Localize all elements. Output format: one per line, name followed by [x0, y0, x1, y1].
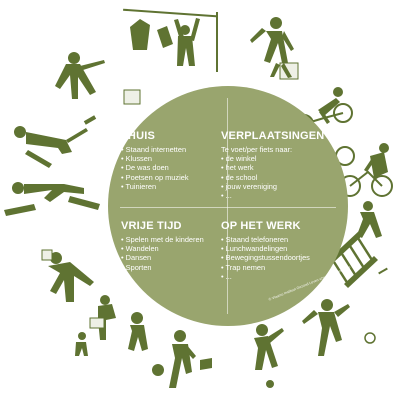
list-item: • Lunchwandelingen [221, 244, 288, 254]
list-item: • Klussen [121, 154, 152, 164]
list-item: • het werk [221, 163, 254, 173]
list-item: • Poetsen op muziek [121, 172, 189, 182]
list-item: • Sporten [121, 262, 152, 272]
quadrant-list-thuis: • Staand internetten • Klussen • De was … [121, 145, 189, 191]
list-item: • jouw vereniging [221, 181, 278, 191]
phone-figure [254, 324, 376, 388]
cyclist-figure-2 [335, 143, 393, 197]
cook-figure [55, 52, 141, 105]
list-item: • Tuinieren [121, 181, 157, 191]
walking-with-bag-figure [250, 17, 299, 80]
horizontal-divider [120, 207, 336, 208]
quadrant-thuis: THUIS • Staand internetten • Klussen • D… [121, 130, 189, 191]
list-item: • ... [221, 191, 232, 201]
quadrant-title-op-het-werk: OP HET WERK [221, 220, 301, 232]
activity-circle [108, 86, 348, 326]
quadrant-list-verplaatsingen: • de winkel • het werk • de school • jou… [221, 154, 324, 200]
child-play-figure [75, 295, 148, 356]
list-item: • Bewegingstussendoortjes [221, 253, 310, 263]
quadrant-title-vrije-tijd: VRIJE TIJD [121, 220, 182, 232]
ladder-painter-figure [330, 201, 388, 288]
quadrant-title-verplaatsingen: VERPLAATSINGEN [221, 130, 325, 142]
quadrant-vrije-tijd: VRIJE TIJD • Spelen met de kinderen • Wa… [121, 220, 204, 281]
list-item: • Spelen met de kinderen [121, 235, 204, 244]
lying-figure [4, 182, 100, 216]
list-item: • Trap nemen [221, 262, 266, 272]
running-figure [152, 330, 212, 388]
list-item: • de winkel [221, 154, 257, 164]
vertical-divider [227, 98, 228, 314]
list-item: • de school [221, 172, 258, 182]
vacuum-figure [14, 115, 97, 168]
quadrant-op-het-werk: OP HET WERK • Staand telefoneren • Lunch… [221, 220, 310, 281]
list-item: • De was doen [121, 163, 169, 173]
quadrant-verplaatsingen: VERPLAATSINGEN Te voet/per fiets naar: •… [221, 130, 324, 200]
list-item: • Dansen [121, 253, 152, 263]
list-item: • ... [121, 271, 132, 281]
list-item: • ... [221, 271, 232, 281]
quadrant-list-vrije-tijd: • Spelen met de kinderen • Wandelen • Da… [121, 235, 204, 281]
dancing-figure [302, 299, 350, 356]
laundry-figure [123, 8, 218, 72]
quadrant-list-op-het-werk: • Staand telefoneren • Lunchwandelingen … [221, 235, 310, 281]
dancer-figure [41, 249, 94, 302]
quadrant-title-thuis: THUIS [121, 130, 155, 142]
list-item: • Wandelen [121, 244, 159, 254]
list-item: • Staand internetten [121, 145, 187, 154]
quadrant-intro-verplaatsingen: Te voet/per fiets naar: [221, 145, 293, 154]
list-item: • Staand telefoneren [221, 235, 289, 244]
